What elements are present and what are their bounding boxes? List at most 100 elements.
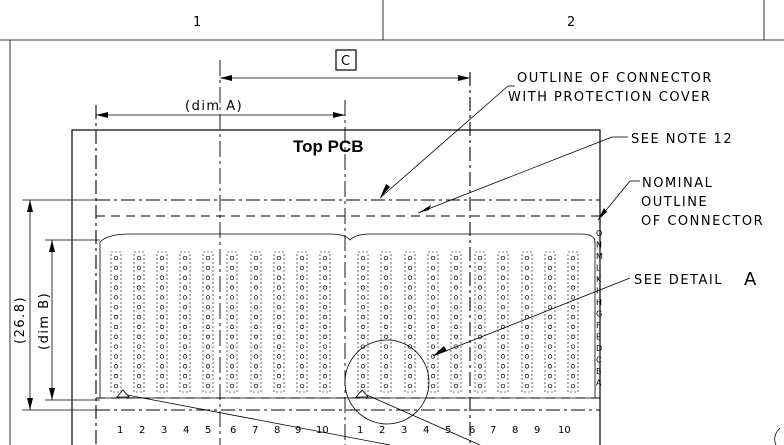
pin — [229, 374, 235, 379]
pin — [276, 374, 282, 379]
row-letter: B — [596, 367, 602, 376]
pin — [159, 285, 165, 290]
pin — [113, 265, 119, 270]
pin — [182, 344, 188, 349]
pin — [229, 255, 235, 261]
pin — [453, 295, 459, 300]
pin-column-right-2 — [380, 251, 392, 393]
pin — [360, 295, 366, 300]
pin — [136, 265, 142, 270]
pin — [524, 364, 530, 369]
pin — [205, 354, 211, 359]
pin — [360, 324, 366, 330]
pin — [360, 265, 366, 270]
pin — [182, 383, 188, 389]
pin — [383, 255, 389, 261]
pin — [500, 334, 506, 339]
column-number-left: 8 — [274, 425, 280, 436]
pin — [383, 324, 389, 330]
pin — [383, 364, 389, 369]
pin — [322, 364, 328, 369]
pin — [136, 383, 142, 389]
column-number-right: 3 — [401, 425, 407, 436]
pin — [360, 383, 366, 389]
pin-one-marker-left — [116, 389, 130, 398]
pin — [383, 374, 389, 379]
column-number-right: 4 — [423, 425, 429, 436]
pin — [500, 285, 506, 290]
pin — [570, 285, 576, 290]
callout-see-note: SEE NOTE 12 — [631, 132, 733, 147]
pin — [407, 354, 413, 359]
pin — [205, 285, 211, 290]
pin — [360, 275, 366, 280]
pin — [159, 383, 165, 389]
row-letter: M — [596, 252, 603, 261]
pin — [477, 383, 483, 389]
dim-height-label: (26.8) — [13, 296, 28, 344]
pin — [322, 383, 328, 389]
pin — [205, 255, 211, 261]
pin-one-marker-right — [355, 389, 369, 398]
pin — [430, 374, 436, 379]
pin — [570, 255, 576, 261]
pin — [524, 324, 530, 330]
pin — [500, 305, 506, 310]
pin — [205, 275, 211, 280]
pin — [159, 314, 165, 320]
pin — [407, 374, 413, 379]
pin — [430, 334, 436, 339]
pin — [407, 295, 413, 300]
pin — [407, 285, 413, 290]
pin — [159, 374, 165, 379]
pin-column-left-8 — [273, 251, 285, 393]
pin — [524, 295, 530, 300]
pin — [299, 275, 305, 280]
pin — [477, 364, 483, 369]
pin — [182, 285, 188, 290]
column-number-left: 2 — [139, 425, 145, 436]
pin — [253, 324, 259, 330]
pin — [205, 305, 211, 310]
pin — [136, 364, 142, 369]
pin — [477, 305, 483, 310]
pin — [159, 275, 165, 280]
pin — [570, 364, 576, 369]
dim-b-dimension: (dim B) — [37, 239, 100, 401]
pin — [229, 334, 235, 339]
pin — [407, 265, 413, 270]
pin — [453, 265, 459, 270]
callout-nominal-line3: OF CONNECTOR — [641, 214, 764, 229]
pin — [159, 344, 165, 349]
column-number-left: 1 — [117, 425, 123, 436]
pin — [229, 324, 235, 330]
pin — [430, 314, 436, 320]
pin — [430, 265, 436, 270]
pin — [205, 364, 211, 369]
pin — [159, 255, 165, 261]
row-letter: G — [596, 310, 602, 319]
pin — [430, 275, 436, 280]
callout-outline-line1: OUTLINE OF CONNECTOR — [517, 71, 713, 86]
pin — [159, 265, 165, 270]
pin — [570, 383, 576, 389]
pin — [299, 295, 305, 300]
pin-column-right-6 — [474, 251, 486, 393]
pin — [322, 295, 328, 300]
pin — [360, 305, 366, 310]
pin — [430, 285, 436, 290]
pin — [500, 265, 506, 270]
pin — [136, 324, 142, 330]
pin — [547, 295, 553, 300]
pin — [113, 324, 119, 330]
pin — [524, 374, 530, 379]
callout-outline-line2: WITH PROTECTION COVER — [508, 90, 711, 105]
pin — [383, 305, 389, 310]
pin — [136, 374, 142, 379]
pin — [360, 374, 366, 379]
pin — [500, 275, 506, 280]
nominal-outline — [99, 233, 596, 399]
pin — [136, 314, 142, 320]
